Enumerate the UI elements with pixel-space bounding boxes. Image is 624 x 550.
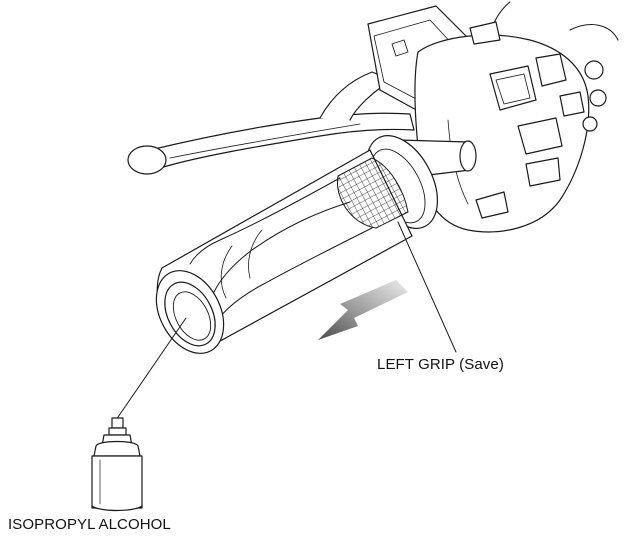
isopropyl-alcohol-label: ISOPROPYL ALCOHOL [8, 516, 171, 533]
clutch-lever [127, 71, 415, 175]
alcohol-leader-line [115, 317, 187, 421]
removal-direction-arrow-icon [318, 280, 408, 340]
grip-leader-line [397, 221, 457, 353]
left-grip [155, 135, 438, 354]
switch-housing [414, 21, 619, 233]
leader-lines [115, 221, 457, 421]
spray-can-icon [91, 417, 143, 512]
left-grip-label: LEFT GRIP (Save) [377, 356, 504, 373]
